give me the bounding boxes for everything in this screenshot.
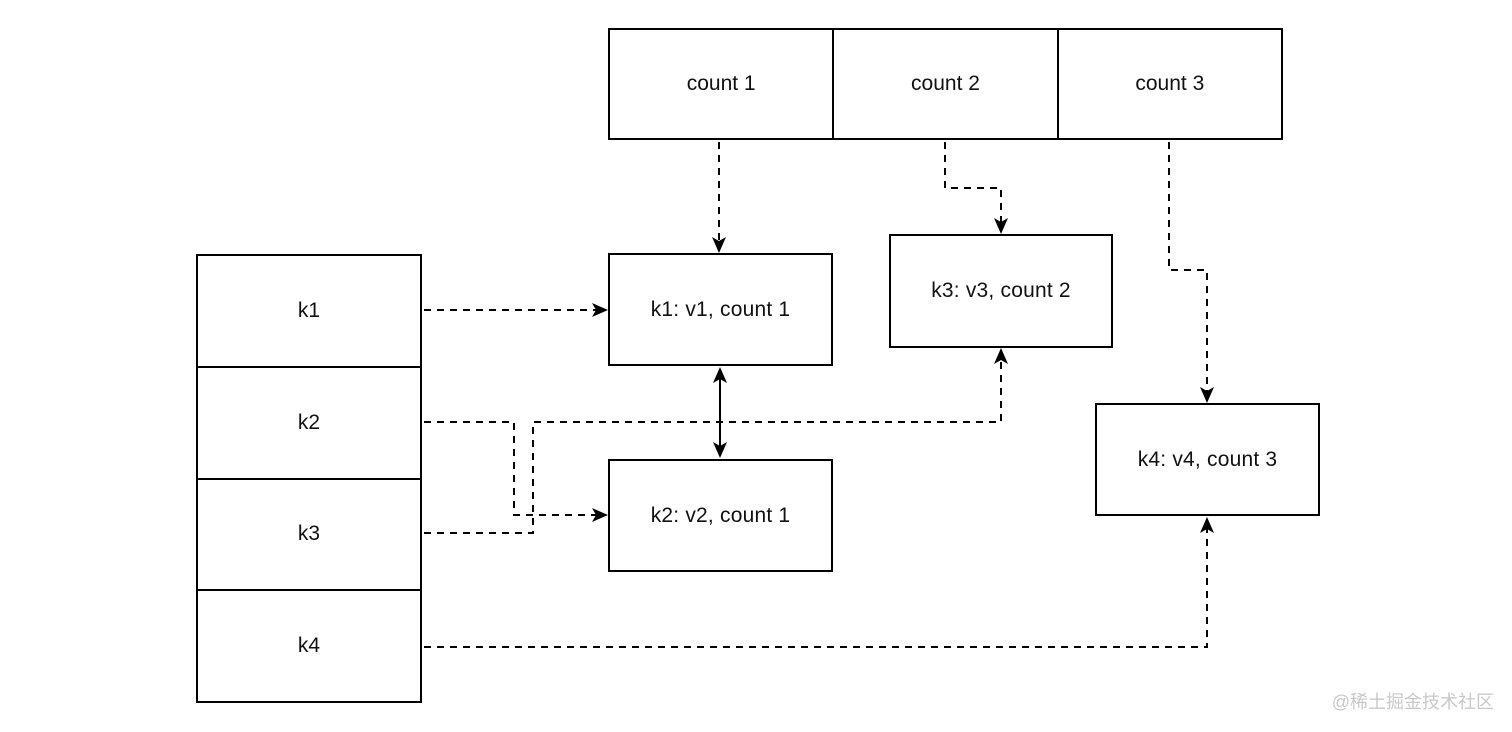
key-cell-k2-label: k2	[297, 410, 321, 434]
key-cell-k1: k1	[198, 256, 420, 366]
key-cell-k3-label: k3	[297, 522, 321, 546]
count-bucket-3-label: count 3	[1135, 72, 1205, 95]
count-bucket-3: count 3	[1056, 30, 1281, 138]
entry-node-k3-label: k3: v3, count 2	[931, 279, 1071, 302]
entry-node-k3: k3: v3, count 2	[889, 234, 1113, 348]
key-cell-k4-label: k4	[297, 634, 321, 658]
count-bucket-1-label: count 1	[686, 72, 756, 95]
key-cell-k2: k2	[198, 365, 420, 478]
key-table: k1 k2 k3 k4	[196, 254, 422, 703]
key-cell-k4: k4	[198, 589, 420, 701]
count-bucket-2: count 2	[832, 30, 1056, 138]
count-bucket-row: count 1 count 2 count 3	[608, 28, 1283, 140]
watermark-text: @稀土掘金技术社区	[1331, 692, 1494, 712]
entry-node-k2-label: k2: v2, count 1	[650, 503, 791, 527]
connector-count2-to-entry-k3	[944, 142, 1008, 234]
key-cell-k1-label: k1	[297, 298, 321, 322]
connector-count3-to-entry-k4	[1168, 142, 1214, 403]
entry-node-k4: k4: v4, count 3	[1095, 403, 1320, 516]
count-bucket-1: count 1	[610, 30, 832, 138]
entry-node-k1: k1: v1, count 1	[608, 253, 833, 366]
entry-node-k2: k2: v2, count 1	[608, 459, 833, 572]
key-cell-k3: k3	[198, 477, 420, 590]
connector-key-k2-to-entry-k2	[424, 421, 608, 522]
entry-node-k1-label: k1: v1, count 1	[650, 297, 791, 321]
entry-node-k4-label: k4: v4, count 3	[1137, 447, 1278, 471]
count-bucket-2-label: count 2	[911, 72, 980, 95]
